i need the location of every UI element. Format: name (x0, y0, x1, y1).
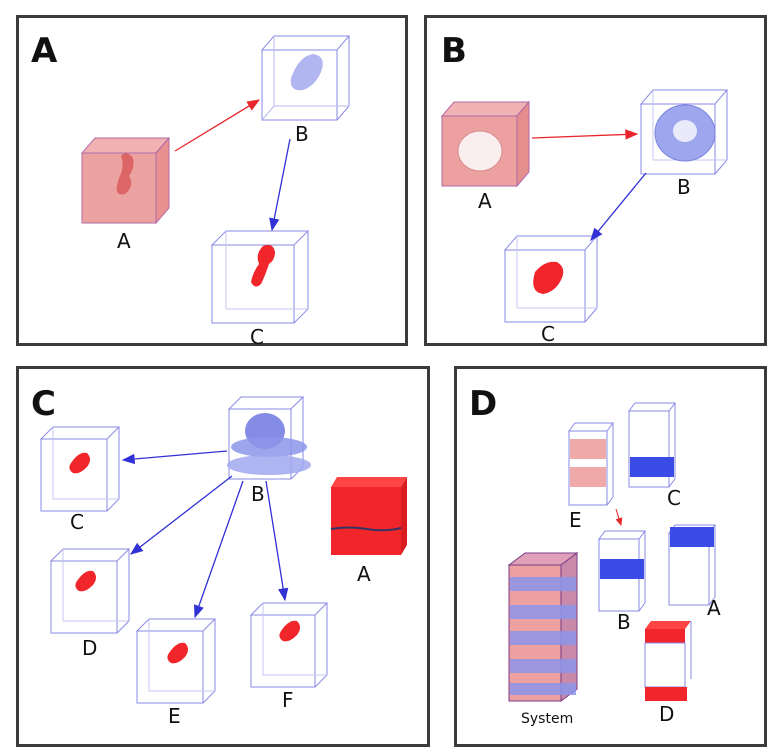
label-e: E (569, 508, 582, 532)
label-b: B (617, 610, 631, 634)
label-a: A (357, 562, 371, 586)
cube-c (503, 235, 599, 323)
arrow-e-to-b (615, 508, 623, 526)
box-b (598, 530, 646, 612)
panel-a: A A (16, 15, 408, 349)
label-a: A (478, 189, 492, 213)
cube-a (330, 477, 407, 555)
label-c: C (70, 510, 84, 534)
panel-c: C (16, 366, 430, 747)
label-d: D (659, 702, 674, 726)
label-a: A (117, 229, 131, 253)
cube-a (80, 136, 171, 225)
label-b: B (677, 175, 691, 199)
panel-a-diagram: A A (31, 31, 351, 349)
panel-b: B A (424, 15, 767, 346)
arrow-a-to-b (531, 129, 639, 140)
panel-a-title: A (31, 31, 58, 71)
cube-c (39, 426, 121, 512)
box-a (668, 524, 716, 606)
panel-b-title: B (441, 31, 467, 71)
label-a: A (707, 596, 721, 620)
arrow-a-to-b (174, 99, 261, 152)
system-stack (507, 552, 579, 702)
arrow-b-to-c (269, 138, 291, 232)
label-d: D (82, 636, 97, 660)
cube-e (135, 618, 217, 704)
label-b: B (295, 122, 309, 146)
label-f: F (282, 688, 294, 712)
cube-a (440, 100, 531, 188)
box-e (568, 422, 614, 506)
arrow-b-to-d (129, 475, 233, 555)
box-c (628, 402, 676, 488)
arrow-b-to-c (590, 172, 647, 242)
label-e: E (168, 704, 181, 728)
cube-b (639, 89, 729, 175)
panel-c-diagram: C (31, 384, 407, 728)
cube-d (49, 548, 131, 634)
panel-d-title: D (469, 384, 497, 424)
label-c: C (250, 325, 264, 349)
cube-f (249, 602, 329, 688)
label-c: C (667, 486, 681, 510)
panel-b-diagram: B A (440, 31, 729, 346)
arrow-b-to-c (121, 450, 228, 465)
panel-d: D (454, 366, 767, 747)
cube-b (260, 35, 351, 121)
cube-c (210, 230, 310, 324)
label-c: C (541, 322, 555, 346)
cube-b (227, 396, 311, 480)
label-system: System (521, 711, 573, 727)
panel-d-diagram: D (469, 384, 721, 727)
box-d (644, 621, 692, 701)
label-b: B (251, 482, 265, 506)
arrow-b-to-f (265, 480, 289, 602)
arrow-b-to-e (193, 480, 244, 619)
panel-c-title: C (31, 384, 56, 424)
